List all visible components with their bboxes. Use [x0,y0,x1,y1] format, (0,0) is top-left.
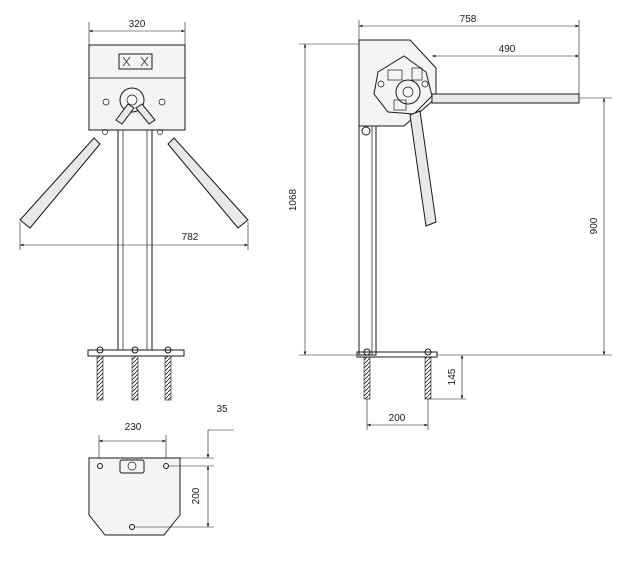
arm-length-dimension: 490 [432,44,579,58]
turnstile-head-front [88,44,186,131]
barrier-arm-left [19,137,101,229]
total-width-label: 758 [460,14,477,25]
plan-width-dimension: 230 [98,422,167,462]
front-width-label: 320 [129,19,146,30]
plan-offset-dimension: 35 [206,404,234,458]
barrier-arm-right [167,137,249,229]
plan-view: 230 35 200 [88,404,234,536]
plan-depth-dimension: 200 [191,466,210,527]
side-view: 758 490 1068 [288,14,612,430]
arm-span-dimension: 782 [19,222,249,250]
base-width-label: 200 [389,413,406,424]
barrier-arm-horizontal [431,93,580,104]
indicator-display [118,53,153,70]
front-width-dimension: 320 [88,19,186,45]
total-width-dimension: 758 [358,14,580,94]
anchor-depth-label: 145 [447,368,458,385]
plan-width-label: 230 [125,422,142,433]
arm-height-label: 900 [589,217,600,234]
anchor-depth-dimension: 145 [431,355,466,400]
barrier-arm-lowered [409,110,437,227]
base-plate-side [356,351,438,358]
rotor-hub-front [119,87,145,113]
rotor-mechanism [373,55,433,115]
height-dimension: 1068 [288,43,361,356]
plan-depth-label: 200 [191,487,202,504]
arm-span-label: 782 [182,232,199,243]
column-side [358,125,377,356]
base-width-dimension: 200 [366,399,429,430]
arm-length-label: 490 [499,44,516,55]
arm-height-dimension: 900 [437,97,612,356]
plan-offset-label: 35 [216,404,228,415]
column-footprint-plan [119,459,145,474]
anchor-bolts-front [96,346,172,401]
height-label: 1068 [288,188,299,211]
front-view: 320 782 [19,19,249,401]
